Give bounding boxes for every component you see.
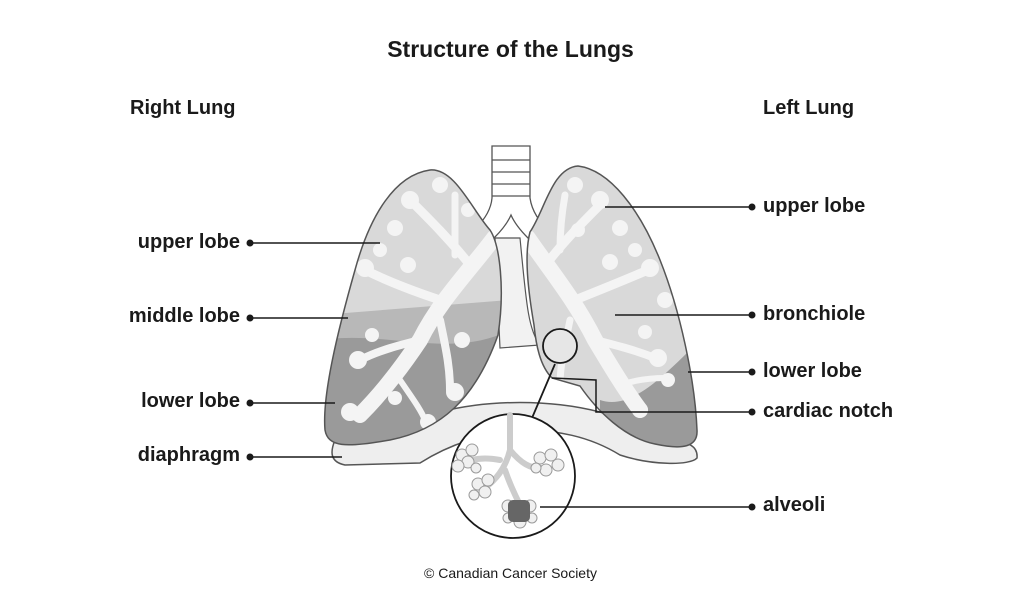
diagram-title: Structure of the Lungs: [387, 36, 634, 62]
alveoli-inset: [450, 412, 576, 539]
leader-cardiac-notch: [551, 377, 752, 413]
label-right-middle-lobe: middle lobe: [128, 305, 240, 327]
label-left-lower-lobe: lower lobe: [763, 360, 862, 382]
label-bronchiole: bronchiole: [763, 303, 866, 325]
right-lung: [323, 169, 502, 446]
label-cardiac-notch: cardiac notch: [763, 400, 894, 422]
label-diaphragm: diaphragm: [137, 444, 240, 466]
magnifier-small-circle: [542, 328, 578, 364]
leader-dots: [246, 203, 756, 511]
label-right-upper-lobe: upper lobe: [137, 231, 240, 253]
copyright-credit: © Canadian Cancer Society: [424, 565, 597, 581]
right-lung-heading: Right Lung: [130, 97, 236, 119]
leader-lines: [250, 206, 752, 508]
label-left-upper-lobe: upper lobe: [763, 195, 866, 217]
left-lung: [526, 165, 698, 448]
label-alveoli: alveoli: [763, 494, 826, 516]
label-right-lower-lobe: lower lobe: [141, 390, 240, 412]
magnifier-connector: [531, 363, 556, 419]
left-lower-lobe-shading: [600, 340, 698, 447]
left-lung-heading: Left Lung: [763, 97, 855, 119]
